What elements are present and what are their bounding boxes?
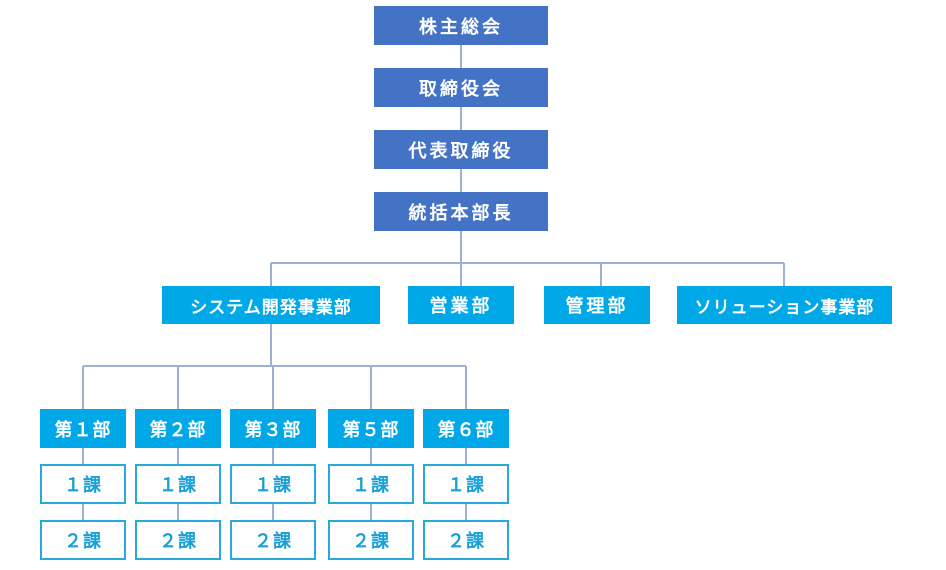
shareholders-meeting-box: 株主総会 — [374, 6, 548, 45]
general-manager-box: 統括本部長 — [374, 192, 548, 231]
system-development-division-box: システム開発事業部 — [162, 286, 380, 324]
section-2-box: ２課 — [230, 520, 316, 560]
section-1-box: １課 — [230, 464, 316, 504]
section-2-box: ２課 — [423, 520, 509, 560]
section-2-box: ２課 — [40, 520, 126, 560]
administration-department-box: 管理部 — [544, 286, 650, 324]
board-of-directors-box: 取締役会 — [374, 68, 548, 107]
section-1-box: １課 — [328, 464, 414, 504]
section-1-box: １課 — [135, 464, 221, 504]
section-1-box: １課 — [40, 464, 126, 504]
sub-department-5-box: 第５部 — [328, 409, 414, 448]
sales-department-box: 営業部 — [408, 286, 514, 324]
section-2-box: ２課 — [328, 520, 414, 560]
section-2-box: ２課 — [135, 520, 221, 560]
section-1-box: １課 — [423, 464, 509, 504]
sub-department-6-box: 第６部 — [423, 409, 509, 448]
representative-director-box: 代表取締役 — [374, 130, 548, 169]
sub-department-2-box: 第２部 — [135, 409, 221, 448]
sub-department-1-box: 第１部 — [40, 409, 126, 448]
sub-department-3-box: 第３部 — [230, 409, 316, 448]
solution-division-box: ソリューション事業部 — [677, 286, 892, 324]
